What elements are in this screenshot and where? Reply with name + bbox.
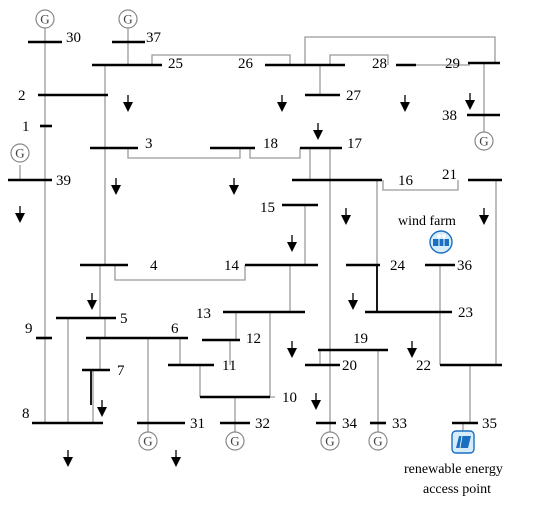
- generator-symbol: G: [325, 434, 334, 449]
- bus-25-label: 25: [168, 56, 183, 72]
- generator-symbol: G: [15, 146, 24, 161]
- bus-5-label: 5: [120, 311, 128, 327]
- bus-36-label: 36: [457, 258, 473, 274]
- generator-symbol: G: [230, 434, 239, 449]
- bus-23-label: 23: [458, 305, 473, 321]
- bus-35-label: 35: [482, 416, 497, 432]
- bus-12-label: 12: [246, 331, 261, 347]
- bus-1-label: 1: [22, 119, 30, 135]
- load-arrow-icon: [311, 393, 321, 410]
- bus-3-label: 3: [145, 136, 153, 152]
- load-arrow-icon: [407, 341, 417, 358]
- load-arrow-icon: [123, 95, 133, 112]
- generator-symbol: G: [40, 12, 49, 27]
- load-arrow-icon: [97, 400, 107, 417]
- generator-circle-icon: G: [368, 431, 388, 451]
- bus-11-label: 11: [222, 358, 236, 374]
- load-arrow-icon: [111, 178, 121, 195]
- wind-farm: wind farm: [398, 214, 456, 254]
- load-arrow-icon: [479, 208, 489, 225]
- bus-2-label: 2: [18, 88, 26, 104]
- loads: [15, 93, 489, 467]
- load-arrow-icon: [63, 450, 73, 467]
- bus-7-label: 7: [117, 363, 125, 379]
- load-arrow-icon: [287, 235, 297, 252]
- bus-16-label: 16: [398, 173, 414, 189]
- bus-14-label: 14: [224, 258, 240, 274]
- renewable-label-line2: access point: [423, 482, 491, 497]
- load-arrow-icon: [87, 293, 97, 310]
- generator-circle-icon: G: [225, 431, 245, 451]
- bus-31-label: 31: [190, 416, 205, 432]
- renewable-label-line1: renewable energy: [404, 462, 503, 477]
- load-arrow-icon: [400, 95, 410, 112]
- load-arrow-icon: [348, 293, 358, 310]
- bus-9-label: 9: [25, 321, 33, 337]
- wind-farm-label: wind farm: [398, 214, 456, 229]
- load-arrow-icon: [341, 208, 351, 225]
- bus-15-label: 15: [260, 200, 275, 216]
- bus-10-label: 10: [282, 390, 297, 406]
- generator-symbol: G: [479, 134, 488, 149]
- bus-39-label: 39: [56, 173, 71, 189]
- generators: G G G G G G G G: [10, 9, 494, 451]
- bus-30-label: 30: [66, 30, 81, 46]
- generator-circle-icon: G: [118, 9, 138, 29]
- generator-circle-icon: G: [35, 9, 55, 29]
- solar-panel-icon: [451, 430, 475, 454]
- bus-38-label: 38: [442, 108, 457, 124]
- bus-bars: [8, 40, 502, 425]
- generator-symbol: G: [373, 434, 382, 449]
- bus-6-label: 6: [171, 321, 179, 337]
- bus-37-label: 37: [146, 30, 162, 46]
- load-arrow-icon: [15, 206, 25, 223]
- bus-24-23-connection: [90, 265, 378, 405]
- renewable-energy-point: renewable energy access point: [404, 430, 503, 497]
- load-arrow-icon: [287, 341, 297, 358]
- bus-8-label: 8: [22, 406, 30, 422]
- load-arrow-icon: [313, 123, 323, 140]
- bus-4-label: 4: [150, 258, 158, 274]
- bus-22-label: 22: [416, 358, 431, 374]
- generator-circle-icon: G: [10, 143, 30, 163]
- bus-28-label: 28: [372, 56, 387, 72]
- bus-19-label: 19: [353, 331, 368, 347]
- bus-24-label: 24: [390, 258, 406, 274]
- generator-circle-icon: G: [474, 131, 494, 151]
- bus-33-label: 33: [392, 416, 407, 432]
- generator-symbol: G: [143, 434, 152, 449]
- load-arrow-icon: [277, 95, 287, 112]
- load-arrow-icon: [229, 178, 239, 195]
- bus-32-label: 32: [255, 416, 270, 432]
- bus-17-label: 17: [347, 136, 363, 152]
- wind-turbine-icon: [429, 230, 453, 254]
- bus-20-label: 20: [342, 358, 357, 374]
- bus-29-label: 29: [445, 56, 460, 72]
- bus-26-label: 26: [238, 56, 254, 72]
- generator-circle-icon: G: [320, 431, 340, 451]
- transmission-lines: [19, 28, 497, 432]
- generator-symbol: G: [123, 12, 132, 27]
- bus-21-label: 21: [442, 167, 457, 183]
- generator-circle-icon: G: [138, 431, 158, 451]
- bus-34-label: 34: [342, 416, 358, 432]
- load-arrow-icon: [465, 93, 475, 110]
- bus-13-label: 13: [196, 306, 211, 322]
- bus-27-label: 27: [346, 88, 362, 104]
- bus-18-label: 18: [263, 136, 278, 152]
- load-arrow-icon: [171, 450, 181, 467]
